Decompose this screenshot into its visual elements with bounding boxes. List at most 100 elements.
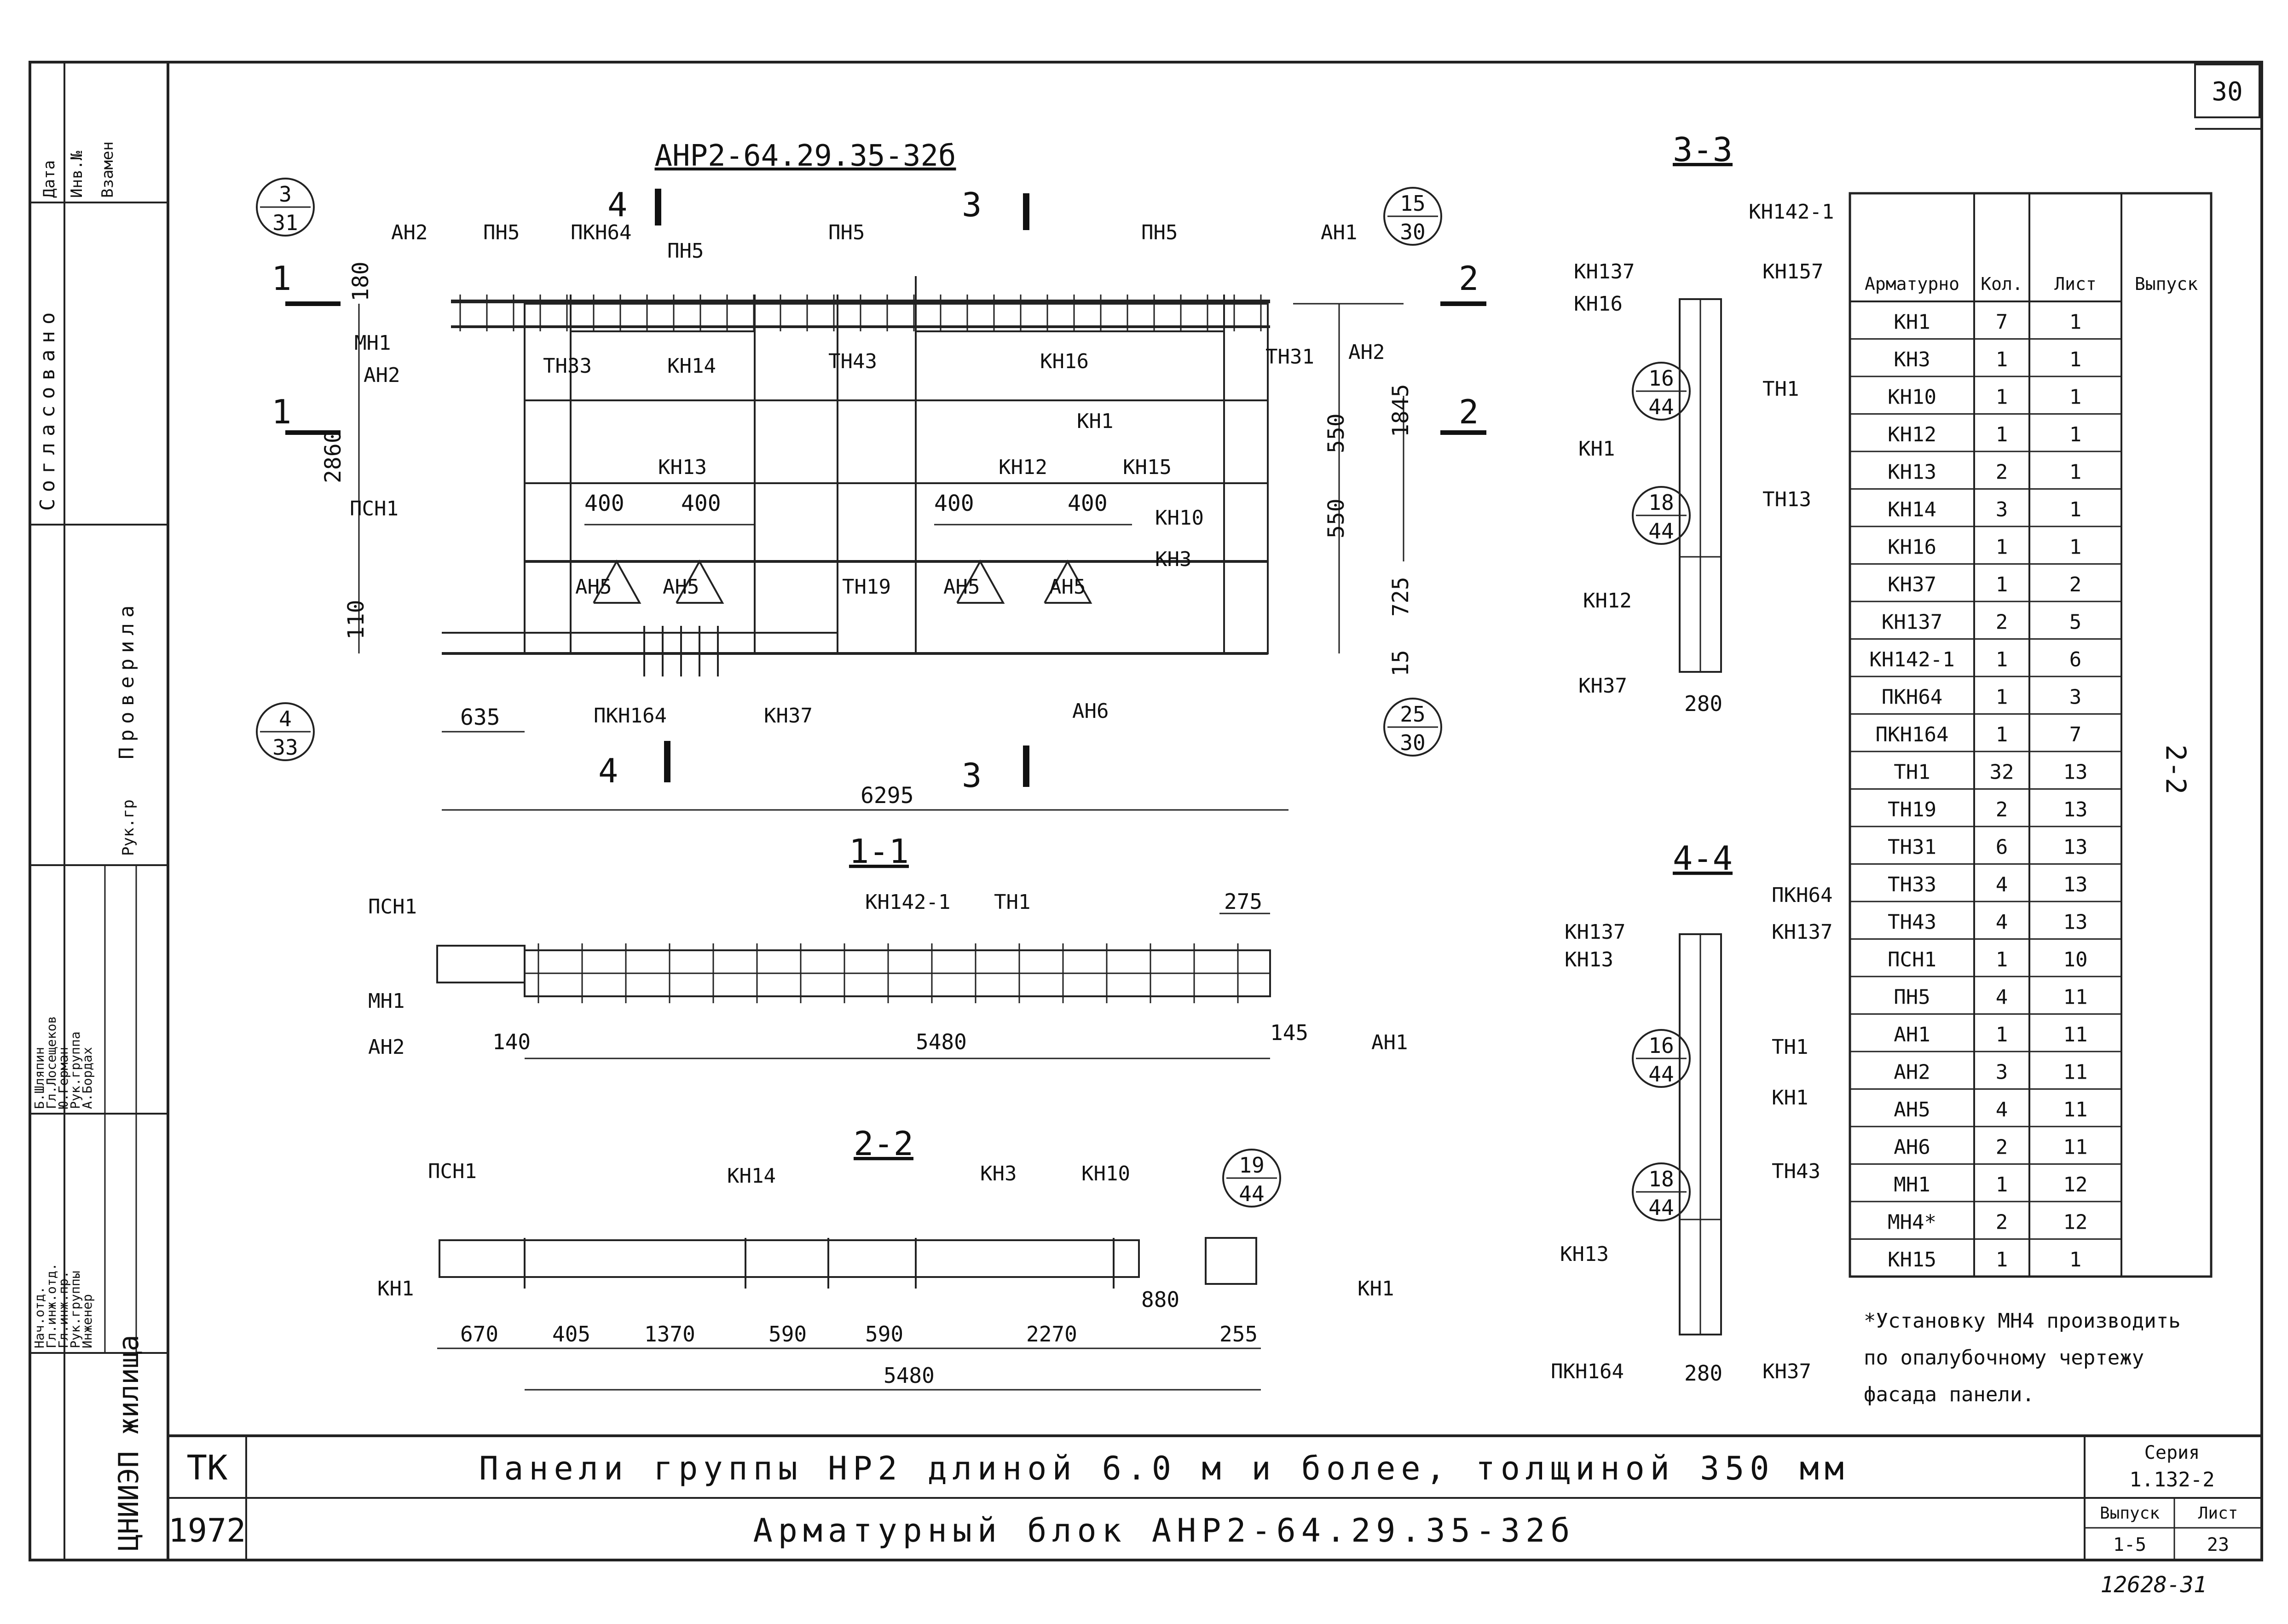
stamp-name: А.Бордах xyxy=(80,1047,95,1109)
table-cell: 1 xyxy=(2069,461,2082,484)
callout-bottom: 33 xyxy=(272,735,298,760)
table-cell: АН6 xyxy=(1894,1136,1930,1159)
tb-sheet-value: 23 xyxy=(2207,1534,2229,1555)
table-cell: ПКН164 xyxy=(1876,723,1949,746)
main-label: ТН43 xyxy=(828,350,877,373)
stamp-agreed: Согласовано xyxy=(36,306,59,511)
section_2_2-label: КН10 xyxy=(1081,1162,1130,1185)
callout-bottom: 44 xyxy=(1648,1062,1674,1087)
tb-title-1: Панели группы НР2 длиной 6.0 м и более, … xyxy=(479,1450,1849,1487)
main-label: ПН5 xyxy=(667,239,704,263)
tb-issue-label: Выпуск xyxy=(2100,1504,2160,1523)
table-cell: 1 xyxy=(1996,648,2008,671)
section_4_4-label: КН137 xyxy=(1772,920,1832,944)
table-cell: ТН19 xyxy=(1888,798,1936,821)
cut-label: 3 xyxy=(962,756,982,795)
stamp-replace: Взамен xyxy=(98,141,117,198)
main-label: МН1 xyxy=(354,331,391,355)
stamp-name: Гл.Лосещеков xyxy=(44,1016,59,1109)
table-cell: 2 xyxy=(1996,611,2008,634)
table-cell: 13 xyxy=(2063,836,2088,859)
callout-top: 3 xyxy=(279,182,292,207)
dimension-value: 2860 xyxy=(320,430,346,483)
callout-bottom: 44 xyxy=(1648,394,1674,419)
table-cell: КН16 xyxy=(1888,536,1936,559)
tb-year: 1972 xyxy=(168,1512,246,1549)
tb-series-label: Серия xyxy=(2144,1442,2200,1463)
table-cell: 12 xyxy=(2063,1211,2088,1234)
section_4_4-label: ПКН64 xyxy=(1772,884,1832,907)
table-cell: 11 xyxy=(2063,1023,2088,1046)
table-cell: 1 xyxy=(1996,1173,2008,1196)
table-cell: КН12 xyxy=(1888,423,1936,446)
callout-top: 16 xyxy=(1648,366,1674,391)
section_3_3-label: КН16 xyxy=(1574,292,1623,316)
table-cell: МН4* xyxy=(1888,1211,1936,1234)
callout-bubble: 433 xyxy=(256,702,315,761)
section-3-3-title: 3-3 xyxy=(1673,130,1733,169)
table-cell: 3 xyxy=(1996,1061,2008,1084)
table-cell: АН5 xyxy=(1894,1098,1930,1121)
callout-bottom: 31 xyxy=(272,210,298,235)
section_1_1-label: АН2 xyxy=(368,1035,404,1059)
stamp-role: Гл.инж.пр. xyxy=(56,1271,71,1348)
section_4_4-label: КН13 xyxy=(1560,1243,1609,1266)
section_1_1-label: КН142-1 xyxy=(865,890,950,914)
section_1_1-label: АН1 xyxy=(1371,1031,1408,1054)
table-cell: ПКН64 xyxy=(1882,686,1942,709)
callout-top: 25 xyxy=(1400,702,1425,727)
stamp-role: Нач.отд. xyxy=(32,1286,47,1348)
section_2_2-dim: 2270 xyxy=(1026,1322,1077,1347)
section_2_2-dim: 590 xyxy=(865,1322,903,1347)
main-label: ТН19 xyxy=(842,575,891,599)
section_1_1-label: ПСН1 xyxy=(368,895,417,919)
cut-label: 2 xyxy=(1459,259,1479,298)
dimension-value: 1845 xyxy=(1388,384,1414,437)
table-cell: 10 xyxy=(2063,948,2088,971)
table-cell: 12 xyxy=(2063,1173,2088,1196)
table-cell: 4 xyxy=(1996,873,2008,896)
section_2_2-dim: 670 xyxy=(460,1322,498,1347)
section_4_4-label: КН137 xyxy=(1565,920,1625,944)
table-cell: 1 xyxy=(1996,348,2008,371)
dimension-value: 15 xyxy=(1388,650,1414,676)
table-cell: 4 xyxy=(1996,1098,2008,1121)
section_4_4-label: КН37 xyxy=(1762,1360,1811,1383)
section_1_1-dim: 275 xyxy=(1224,889,1262,914)
main-elevation xyxy=(442,276,1270,676)
table-cell: КН10 xyxy=(1888,386,1936,409)
stamp-number: 12628-31 xyxy=(2100,1572,2207,1598)
section_1_1-label: МН1 xyxy=(368,989,404,1013)
callout-bottom: 30 xyxy=(1400,730,1425,755)
table-cell: 4 xyxy=(1996,911,2008,934)
callout-bottom: 44 xyxy=(1648,1195,1674,1220)
table-cell: 13 xyxy=(2063,873,2088,896)
main-label: КН10 xyxy=(1155,506,1204,530)
main-label: ПН5 xyxy=(828,221,865,244)
section_4_4-label: КН13 xyxy=(1565,948,1613,971)
stamp-name: Ю.Герман xyxy=(56,1047,71,1109)
table-cell: 2 xyxy=(2069,573,2082,596)
main-label: АН5 xyxy=(663,575,699,599)
main-label: АН5 xyxy=(943,575,980,599)
table-cell: ТН1 xyxy=(1894,761,1930,784)
main-label: КН15 xyxy=(1123,456,1172,479)
dimension-value: 180 xyxy=(348,261,374,301)
section_2_2-dim: 1370 xyxy=(644,1322,695,1347)
tb-sheet-label: Лист xyxy=(2198,1504,2238,1523)
sheet-frame xyxy=(29,61,2263,1561)
table-cell: ТН31 xyxy=(1888,836,1936,859)
section-2-2-title: 2-2 xyxy=(854,1124,913,1163)
main-label: АН6 xyxy=(1072,699,1109,723)
dimension-value: 110 xyxy=(343,600,369,640)
table-cell: АН2 xyxy=(1894,1061,1930,1084)
section-3-3 xyxy=(1679,298,1722,673)
cut-label: 2 xyxy=(1459,393,1479,431)
